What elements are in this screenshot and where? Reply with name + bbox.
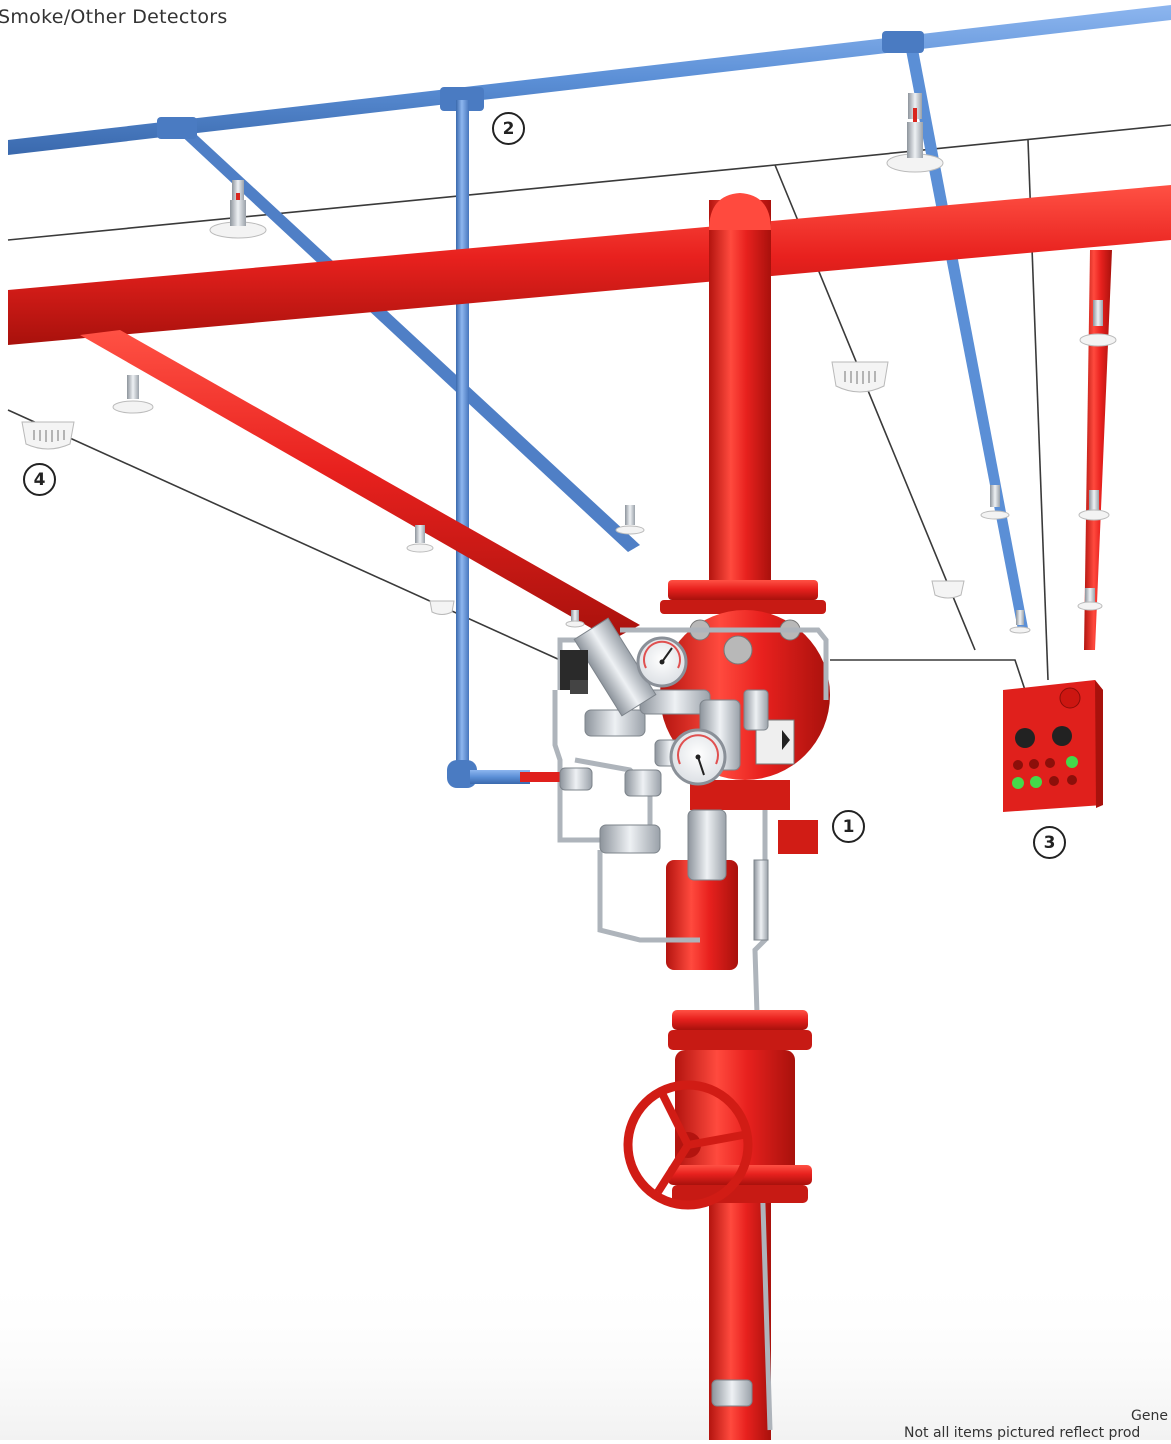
valve-neck	[690, 780, 790, 810]
pipe-tee	[440, 87, 484, 111]
water-main-pipe	[8, 185, 1171, 345]
sprinkler-head-icon	[1079, 300, 1117, 347]
smoke-detector-icon	[831, 361, 889, 393]
page-caption: Smoke/Other Detectors	[0, 6, 228, 28]
valve-flange	[778, 820, 818, 854]
air-branch-pipe	[905, 44, 1028, 630]
sprinkler-head-icon	[615, 505, 645, 535]
water-branch-pipe	[80, 330, 640, 640]
selector-switch	[1015, 728, 1035, 748]
ball-valve	[559, 767, 593, 791]
pipe-tee	[157, 117, 197, 139]
pressure-gauge-icon	[636, 636, 688, 688]
smoke-detectors	[21, 361, 965, 615]
air-branch-pipe	[175, 125, 640, 552]
smoke-detector-icon	[429, 600, 455, 615]
valve-panel-wire	[830, 659, 1026, 691]
drain-fitting	[711, 1379, 753, 1407]
air-drop-pipe	[456, 100, 469, 770]
ball-valve-handle	[520, 772, 560, 782]
valve-assembly	[520, 580, 830, 1431]
valve-top-flange	[668, 580, 818, 600]
gate-valve-flange	[672, 1010, 808, 1030]
control-panel	[1003, 680, 1103, 812]
sprinkler-head-icon	[565, 610, 585, 628]
footer-line-1: Gene	[1131, 1408, 1168, 1424]
air-supply-pipes	[8, 5, 1171, 788]
sprinkler-head-icon	[209, 180, 267, 239]
sprinkler-head-icon	[886, 93, 944, 173]
riser-elbow	[709, 193, 771, 230]
floor-shadow	[0, 1270, 1171, 1440]
selector-switch	[1052, 726, 1072, 746]
panel-indicator-lamps	[1012, 756, 1078, 789]
gate-valve-flange	[668, 1030, 812, 1050]
callout-1[interactable]: 1	[832, 810, 865, 843]
air-feed-pipe	[470, 770, 530, 784]
gate-valve-wheel-icon	[623, 1080, 753, 1210]
sprinkler-head-icon	[1078, 490, 1110, 521]
callout-2[interactable]: 2	[492, 112, 525, 145]
sprinkler-heads	[112, 93, 1117, 634]
callout-4[interactable]: 4	[23, 463, 56, 496]
footer-line-2: Not all items pictured reflect prod	[904, 1425, 1141, 1441]
pressure-gauge-icon	[669, 728, 727, 786]
sprinkler-head-icon	[1009, 610, 1031, 634]
sprinkler-head-icon	[112, 375, 154, 414]
water-riser-pipe	[709, 200, 771, 600]
sprinkler-head-icon	[406, 525, 434, 553]
sprinkler-head-icon	[980, 485, 1010, 520]
smoke-detector-icon	[21, 421, 75, 450]
smoke-detector-icon	[931, 580, 965, 599]
pipe-tee	[882, 31, 924, 53]
ceiling-wire	[7, 164, 776, 241]
pipe-elbow	[447, 760, 477, 788]
water-pipes	[8, 185, 1171, 1440]
valve-top-flange	[660, 600, 826, 614]
indicator-lamp-icon	[1059, 687, 1081, 709]
air-main-pipe	[8, 5, 1171, 155]
callout-3[interactable]: 3	[1033, 826, 1066, 859]
water-drop-pipe	[1084, 250, 1112, 650]
ceiling-wire	[774, 124, 1171, 166]
sprinkler-head-icon	[1077, 588, 1103, 611]
air-filter	[573, 617, 657, 717]
gate-valve-flange	[672, 1185, 808, 1203]
